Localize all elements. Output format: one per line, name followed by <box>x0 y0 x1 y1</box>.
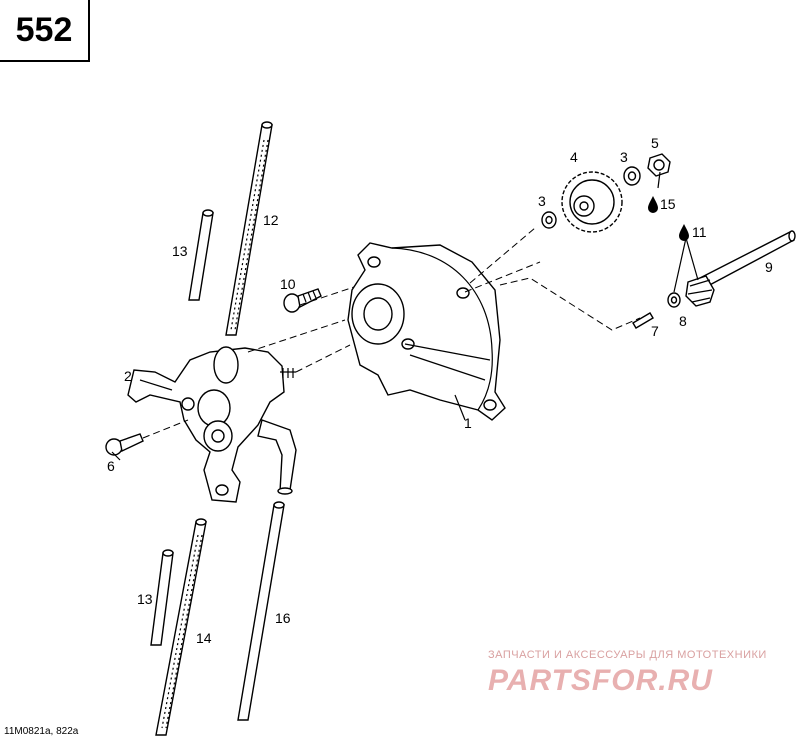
pin-7 <box>632 312 654 329</box>
callout-16: 16 <box>275 610 291 626</box>
callout-6: 6 <box>107 458 115 474</box>
callout-3-left: 3 <box>538 193 546 209</box>
watermark-logo: PARTSFOR.RU <box>488 664 713 697</box>
gear-4 <box>561 171 623 233</box>
screw-10 <box>283 288 322 313</box>
washer-8 <box>667 292 681 308</box>
callout-3-right: 3 <box>620 149 628 165</box>
callout-8: 8 <box>679 313 687 329</box>
callout-2: 2 <box>124 368 132 384</box>
callout-11: 11 <box>692 224 707 240</box>
callout-5: 5 <box>651 135 659 151</box>
watermark-tagline: ЗАПЧАСТИ И АКСЕССУАРЫ ДЛЯ МОТОТЕХНИКИ <box>488 649 767 661</box>
callout-9: 9 <box>765 259 773 275</box>
nut-5 <box>647 153 671 177</box>
tube-13-lower <box>150 549 174 646</box>
oil-pump-assembly <box>127 346 297 503</box>
tube-16 <box>237 501 285 721</box>
callout-10: 10 <box>280 276 296 292</box>
figure-reference: 11M0821a, 822a <box>4 726 79 737</box>
page-number-box: 552 <box>0 0 90 62</box>
callout-15: 15 <box>660 196 676 212</box>
shaft-9 <box>685 230 796 307</box>
callout-13-upper: 13 <box>172 243 188 259</box>
screw-6 <box>105 433 144 456</box>
callout-13-lower: 13 <box>137 591 153 607</box>
tube-13-upper <box>188 209 214 301</box>
oil-drop-icon <box>648 196 658 213</box>
leader-lines <box>111 171 699 461</box>
callout-7: 7 <box>651 323 659 339</box>
washer-3-right <box>623 166 641 186</box>
callout-1: 1 <box>464 415 472 431</box>
callout-14: 14 <box>196 630 212 646</box>
washer-3-left <box>541 211 557 229</box>
housing-1 <box>347 242 506 421</box>
tube-14 <box>155 518 207 736</box>
page-number: 552 <box>15 10 73 49</box>
tube-12 <box>225 121 273 336</box>
callout-12: 12 <box>263 212 279 228</box>
callout-4: 4 <box>570 149 578 165</box>
oil-drop-icon <box>679 224 689 241</box>
